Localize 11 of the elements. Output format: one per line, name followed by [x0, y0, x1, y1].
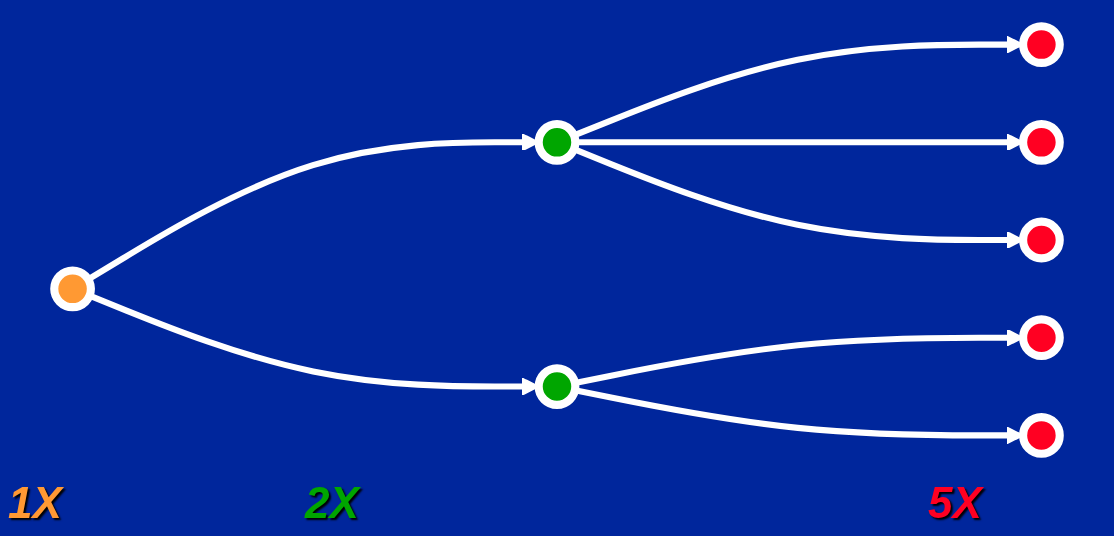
node-circle	[1019, 413, 1064, 458]
node-circle	[1019, 119, 1064, 165]
multiplier-label: 1X	[8, 478, 62, 528]
node-circle	[1019, 217, 1064, 263]
multiplier-label: 5X	[928, 478, 982, 528]
node-circle	[534, 364, 580, 409]
node-circle	[1019, 315, 1064, 361]
node-circle	[1019, 22, 1064, 67]
node-circle	[534, 119, 580, 165]
multiplier-label: 2X	[305, 478, 359, 528]
node-circle	[50, 266, 95, 312]
